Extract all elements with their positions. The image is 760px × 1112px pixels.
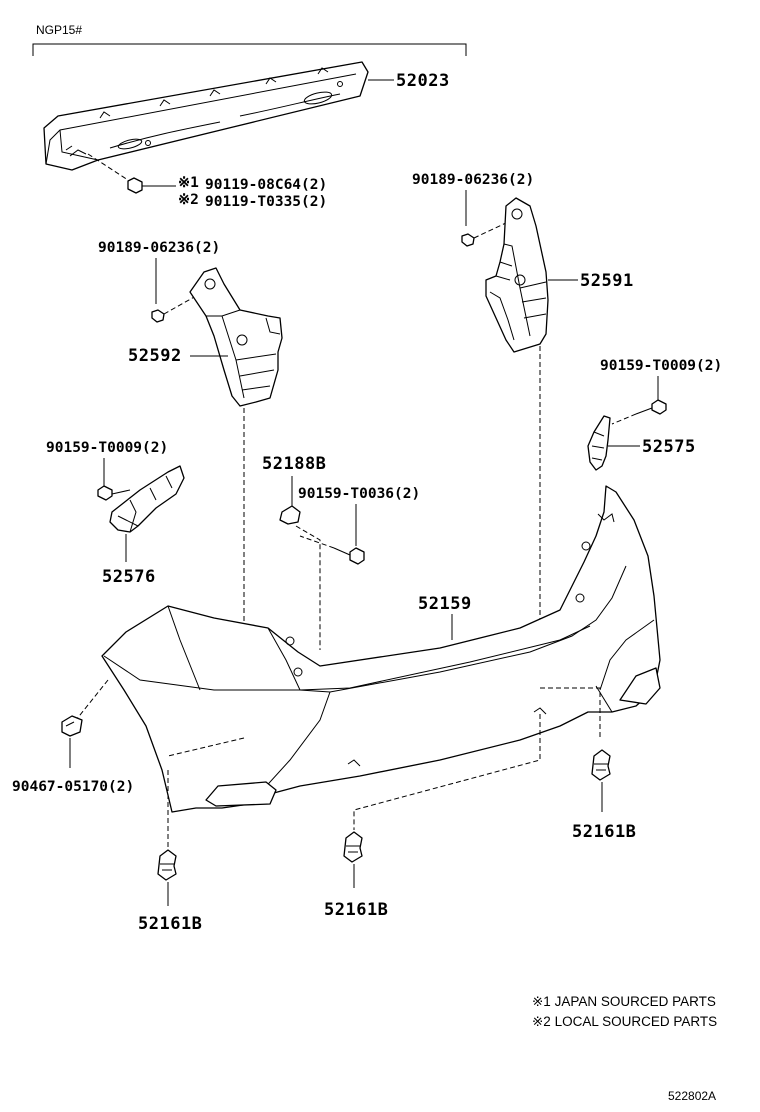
label-support-left: 52576 (102, 567, 156, 587)
label-nut-right: 90189-06236(2) (412, 172, 534, 188)
bolt-icon[interactable] (87, 153, 176, 194)
model-header: NGP15# (32, 23, 467, 56)
label-screw-left: 90159-T0009(2) (46, 440, 168, 456)
label-bolt-reinf-1: 90119-08C64(2) (205, 177, 327, 193)
support-left[interactable] (109, 465, 185, 533)
label-reinforcement: 52023 (396, 71, 450, 91)
label-clip-side: 90467-05170(2) (12, 779, 134, 795)
nut-right-icon[interactable] (461, 233, 475, 247)
ref-mark-2: ※2 (178, 192, 199, 208)
bumper-cover[interactable] (101, 485, 661, 813)
label-screw-right: 90159-T0009(2) (600, 358, 722, 374)
source-notes: ※1 JAPAN SOURCED PARTS ※2 LOCAL SOURCED … (532, 994, 717, 1029)
clip-bottom-right-icon[interactable] (591, 749, 611, 781)
label-retainer-right: 52591 (580, 271, 634, 291)
clip-bottom-center-icon[interactable] (343, 831, 363, 863)
diagram-id: 522802A (668, 1089, 716, 1103)
label-clip-bottom-center: 52161B (324, 900, 388, 920)
label-bolt-reinf-2: 90119-T0335(2) (205, 194, 327, 210)
screw-left-icon[interactable] (97, 485, 131, 501)
label-retainer-left: 52592 (128, 346, 182, 366)
screw-right-icon[interactable] (635, 399, 667, 415)
note-japan: ※1 JAPAN SOURCED PARTS (532, 994, 716, 1009)
label-nut-left: 90189-06236(2) (98, 240, 220, 256)
label-support-right: 52575 (642, 437, 696, 457)
label-clip-bottom-right: 52161B (572, 822, 636, 842)
clip-center-icon[interactable] (279, 505, 301, 525)
nut-left-icon[interactable] (151, 309, 165, 323)
retainer-right[interactable] (485, 197, 549, 353)
model-code: NGP15# (36, 23, 82, 37)
label-screw-center: 90159-T0036(2) (298, 486, 420, 502)
label-clip-bottom-left: 52161B (138, 914, 202, 934)
support-right[interactable] (587, 415, 611, 471)
note-local: ※2 LOCAL SOURCED PARTS (532, 1014, 717, 1029)
ref-mark-1: ※1 (178, 175, 199, 191)
screw-center-icon[interactable] (333, 547, 365, 565)
label-bumper-cover: 52159 (418, 594, 472, 614)
retainer-left[interactable] (189, 267, 283, 407)
clip-bottom-left-icon[interactable] (157, 849, 177, 881)
clip-side-icon[interactable] (61, 715, 83, 737)
bumper-reinforcement[interactable] (43, 61, 369, 171)
label-clip-center: 52188B (262, 454, 326, 474)
